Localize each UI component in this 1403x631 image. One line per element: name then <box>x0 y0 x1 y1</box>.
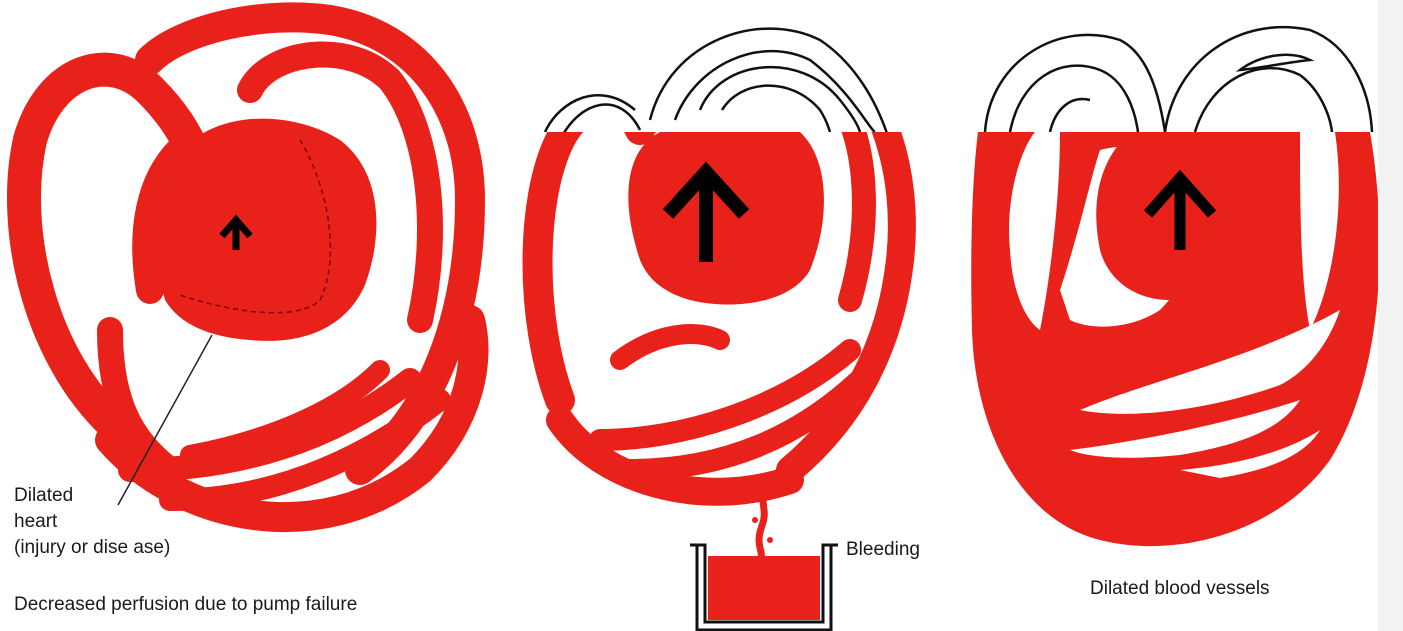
bleeding-caption: Bleeding <box>846 539 920 561</box>
pump-failure-caption: Decreased perfusion due to pump failure <box>14 594 357 616</box>
dilated-heart-label-line3: (injury or dise ase) <box>14 537 170 559</box>
dilated-heart-label-line1: Dilated <box>14 485 73 507</box>
dilated-vessels-caption: Dilated blood vessels <box>1090 578 1270 600</box>
vessel-outlines <box>985 27 1372 132</box>
dilated-heart-label-line2: heart <box>14 511 57 533</box>
